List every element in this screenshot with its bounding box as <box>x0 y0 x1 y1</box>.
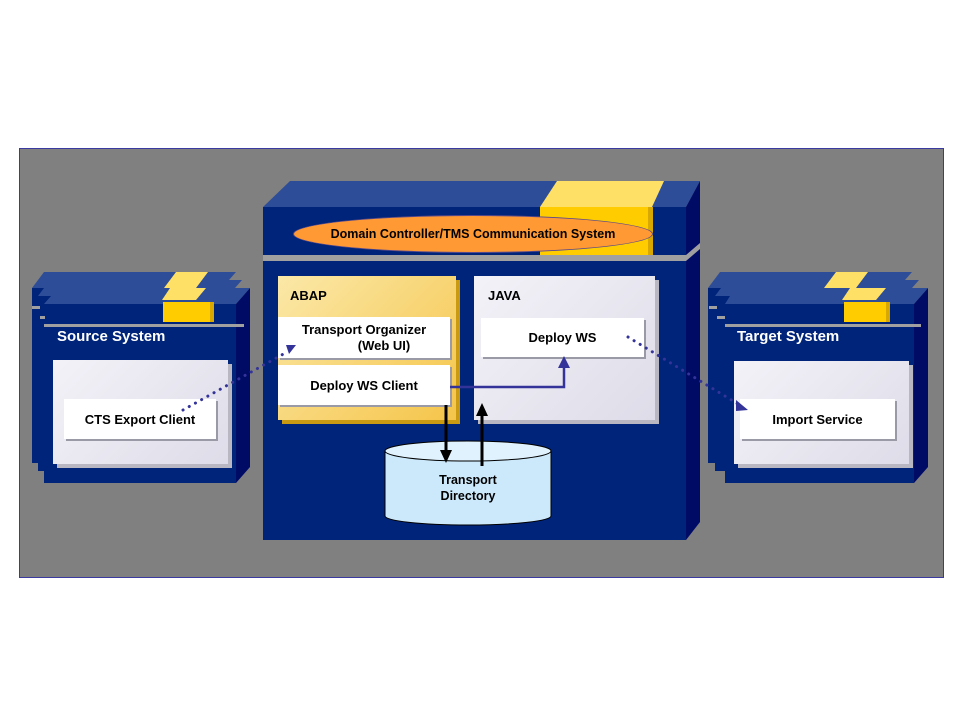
transport-directory-line1: Transport <box>439 473 497 487</box>
communication-system-label: Domain Controller/TMS Communication Syst… <box>330 227 616 241</box>
deploy-ws-label: Deploy WS <box>528 330 597 345</box>
arrowhead-down-icon <box>440 450 452 463</box>
arrowhead-up-icon <box>558 356 570 368</box>
arrowhead-icon <box>286 345 296 354</box>
arrowhead-up-icon <box>476 403 488 416</box>
import-service-box[interactable]: Import Service <box>740 399 895 439</box>
deploy-ws-client-label: Deploy WS Client <box>310 377 418 393</box>
transport-organizer-box[interactable]: Transport Organizer (Web UI) <box>278 317 450 358</box>
import-dotted-connector <box>626 335 748 411</box>
arrowhead-icon <box>736 400 748 411</box>
export-to-directory-arrow <box>440 405 452 463</box>
source-system-title: Source System <box>57 328 166 345</box>
directory-to-java-arrow <box>476 403 488 466</box>
cts-export-client-box[interactable]: CTS Export Client <box>64 399 216 439</box>
abap-title: ABAP <box>290 288 327 303</box>
deploy-ws-box[interactable]: Deploy WS <box>481 318 644 357</box>
transport-directory-label: Transport Directory <box>400 472 536 504</box>
communication-system-ellipse[interactable]: Domain Controller/TMS Communication Syst… <box>293 215 653 253</box>
target-system-title: Target System <box>737 328 840 345</box>
export-dotted-connector <box>181 345 296 412</box>
transport-organizer-sublabel: (Web UI) <box>357 337 411 353</box>
transport-directory-line2: Directory <box>440 489 496 503</box>
deploy-ws-client-box[interactable]: Deploy WS Client <box>278 365 450 405</box>
cts-export-client-label: CTS Export Client <box>84 411 196 427</box>
java-title: JAVA <box>488 288 521 303</box>
import-service-label: Import Service <box>772 411 863 427</box>
deploy-connector <box>450 356 570 389</box>
transport-organizer-label: Transport Organizer <box>301 321 427 337</box>
